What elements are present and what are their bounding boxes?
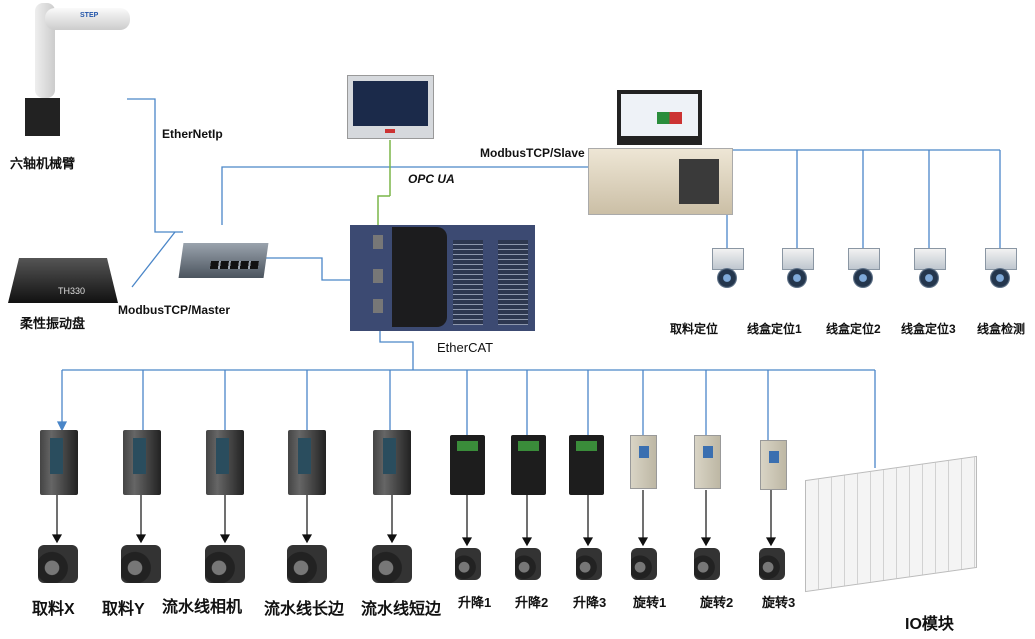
- servo-motor: [38, 545, 78, 583]
- servo-motor: [287, 545, 327, 583]
- stepper-drive: [450, 435, 485, 495]
- axis-label: 流水线长边: [264, 601, 345, 618]
- servo-drive: [40, 430, 78, 495]
- camera-label: 线盒定位1: [747, 322, 802, 336]
- plc-controller: [350, 225, 535, 331]
- vibration-plate-label: 柔性振动盘: [20, 316, 86, 331]
- robot-brand: STEP: [80, 12, 99, 19]
- stepper-drive: [511, 435, 546, 495]
- stepper-drive: [569, 435, 604, 495]
- stepper-motor: [694, 548, 720, 580]
- axis-label: 取料X: [32, 601, 75, 618]
- servo-motor: [372, 545, 412, 583]
- modbus-slave-label: ModbusTCP/Slave: [480, 146, 585, 160]
- stepper-motor: [455, 548, 481, 580]
- wire-modbus-slave: [221, 166, 592, 225]
- robot-arm-image: STEP: [15, 3, 130, 138]
- servo-drive: [373, 430, 411, 495]
- servo-drive: [123, 430, 161, 495]
- servo-drive: [288, 430, 326, 495]
- network-switch: [178, 243, 269, 278]
- axis-label: 流水线相机: [162, 599, 243, 616]
- servo-drive: [206, 430, 244, 495]
- stepper-motor: [576, 548, 602, 580]
- camera-label: 线盒定位2: [826, 322, 881, 336]
- camera-label: 线盒定位3: [901, 322, 956, 336]
- ethercat-label: EtherCAT: [437, 340, 494, 355]
- opcua-label: OPC UA: [408, 172, 455, 186]
- axis-label: 旋转2: [700, 595, 734, 610]
- axis-label: 旋转3: [762, 595, 796, 610]
- stepper-motor: [515, 548, 541, 580]
- stepper-motor: [759, 548, 785, 580]
- wire-vibration: [131, 231, 176, 288]
- rotary-drive: [760, 440, 787, 490]
- camera-label: 取料定位: [670, 322, 719, 336]
- axis-label: 旋转1: [633, 595, 667, 610]
- modbus-master-label: ModbusTCP/Master: [118, 303, 231, 317]
- servo-motor: [121, 545, 161, 583]
- rotary-drive: [694, 435, 721, 489]
- vibration-plate-image: TH330: [8, 258, 118, 303]
- axis-label: 升降3: [573, 595, 607, 610]
- stepper-motor: [631, 548, 657, 580]
- camera-label: 线盒检测: [977, 322, 1026, 336]
- axis-label: 取料Y: [102, 601, 145, 618]
- vibration-plate-model: TH330: [58, 286, 86, 296]
- monitor-image: [617, 90, 702, 145]
- io-module-label: IO模块: [905, 616, 954, 633]
- rotary-drive: [630, 435, 657, 489]
- servo-motor: [205, 545, 245, 583]
- robot-label: 六轴机械臂: [10, 156, 76, 171]
- axis-label: 流水线短边: [361, 601, 442, 618]
- industrial-pc-image: [588, 148, 733, 215]
- hmi-touchscreen: [347, 75, 434, 139]
- axis-label: 升降2: [515, 595, 549, 610]
- wire-robot: [127, 98, 183, 233]
- axis-label: 升降1: [458, 595, 492, 610]
- ethernetip-label: EtherNetIp: [162, 127, 223, 141]
- wire-switch-plc: [265, 257, 375, 281]
